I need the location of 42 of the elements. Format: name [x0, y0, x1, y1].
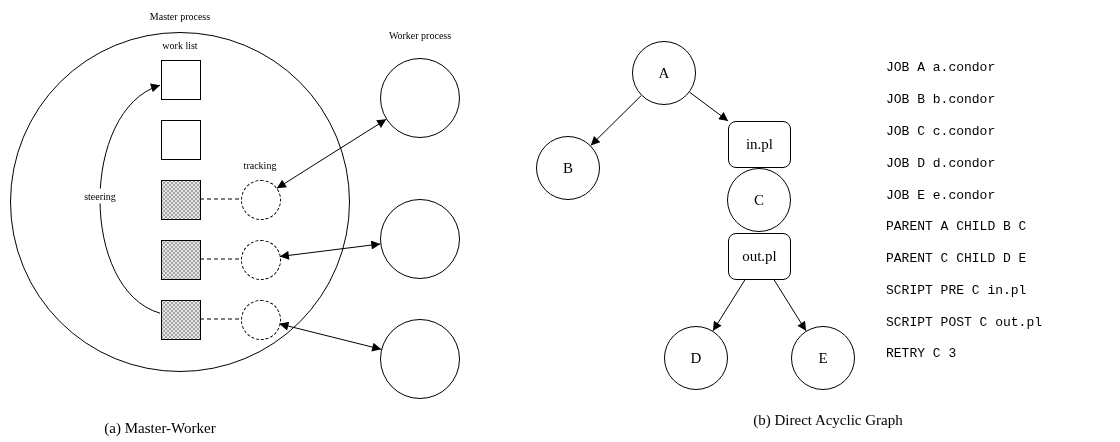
arrow: [773, 279, 807, 332]
edge-label: steering: [82, 188, 118, 204]
process-heading: Master process: [149, 10, 211, 24]
script-line: PARENT A CHILD B C: [886, 218, 1027, 237]
script-line: RETRY C 3: [886, 345, 957, 364]
script-line: JOB A a.condor: [886, 59, 996, 78]
arrow: [276, 118, 387, 189]
script-line: JOB D d.condor: [886, 155, 996, 174]
script-line: PARENT C CHILD D E: [886, 250, 1027, 269]
node-label: C: [754, 192, 764, 208]
node-label: D: [690, 350, 702, 366]
work-square: [161, 120, 201, 160]
node-label: E: [818, 350, 828, 366]
arrow: [590, 95, 642, 146]
script-line: SCRIPT POST C out.pl: [886, 314, 1043, 333]
worker-process-label: Worker process: [388, 28, 452, 43]
dashed-connector: [199, 258, 241, 260]
hatched-square: [161, 300, 201, 340]
arrow: [278, 321, 382, 352]
script-line: JOB C c.condor: [886, 123, 996, 142]
script-line: SCRIPT PRE C in.pl: [886, 282, 1027, 301]
hatched-square: [161, 180, 201, 220]
dashed-connector: [199, 198, 241, 200]
node-label: out.pl: [742, 249, 777, 264]
dashed-connector: [199, 318, 241, 320]
script-box: [728, 233, 791, 280]
arrow: [689, 91, 729, 122]
script-line: JOB B b.condor: [886, 91, 996, 110]
arrow: [712, 279, 746, 332]
subfigure-caption: (b) Direct Acyclic Graph: [753, 410, 903, 430]
work-list-label: work list: [162, 38, 198, 53]
node-label: B: [563, 160, 573, 176]
node-label: A: [658, 65, 670, 81]
work-square: [161, 60, 201, 100]
arrow: [279, 240, 381, 260]
subfigure-caption: (a) Master-Worker: [104, 418, 216, 438]
script-box: [728, 121, 791, 168]
hatched-square: [161, 240, 201, 280]
tracking-label: tracking: [243, 158, 277, 173]
node-label: in.pl: [745, 137, 774, 152]
script-line: JOB E e.condor: [886, 187, 996, 206]
arrow: [99, 84, 161, 314]
